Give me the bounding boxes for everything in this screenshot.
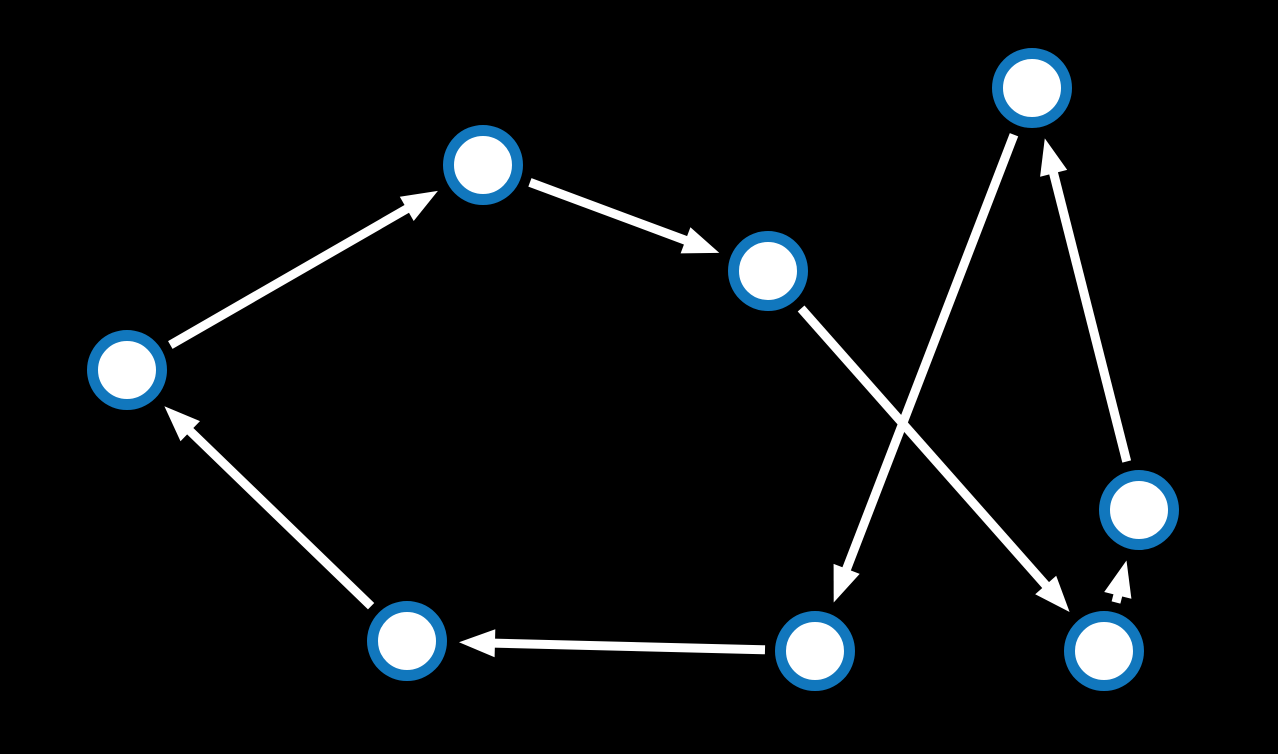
edge-arrowhead [399,190,438,221]
edge-arrowhead [1035,575,1070,612]
node-right [1099,470,1179,550]
node-bottom-left [367,601,447,681]
edge-line [168,203,411,349]
edge-arrowhead [680,227,720,254]
node-upper-middle [443,125,523,205]
edge-line [492,638,766,655]
node-top-right [992,48,1072,128]
edge-line [185,426,375,610]
edge-line [797,305,1051,590]
edge-line [841,133,1019,573]
edge-arrowhead [164,406,200,442]
edge-arrowhead [1104,560,1132,599]
edge-line [528,178,689,246]
node-bottom-right [1064,611,1144,691]
edge-arrowhead [833,563,860,603]
edge-arrowhead [459,629,496,658]
node-bottom-middle [775,611,855,691]
node-left [87,330,167,410]
node-center [728,231,808,311]
edge-line [1048,170,1132,463]
edge-arrowhead [1040,138,1068,177]
